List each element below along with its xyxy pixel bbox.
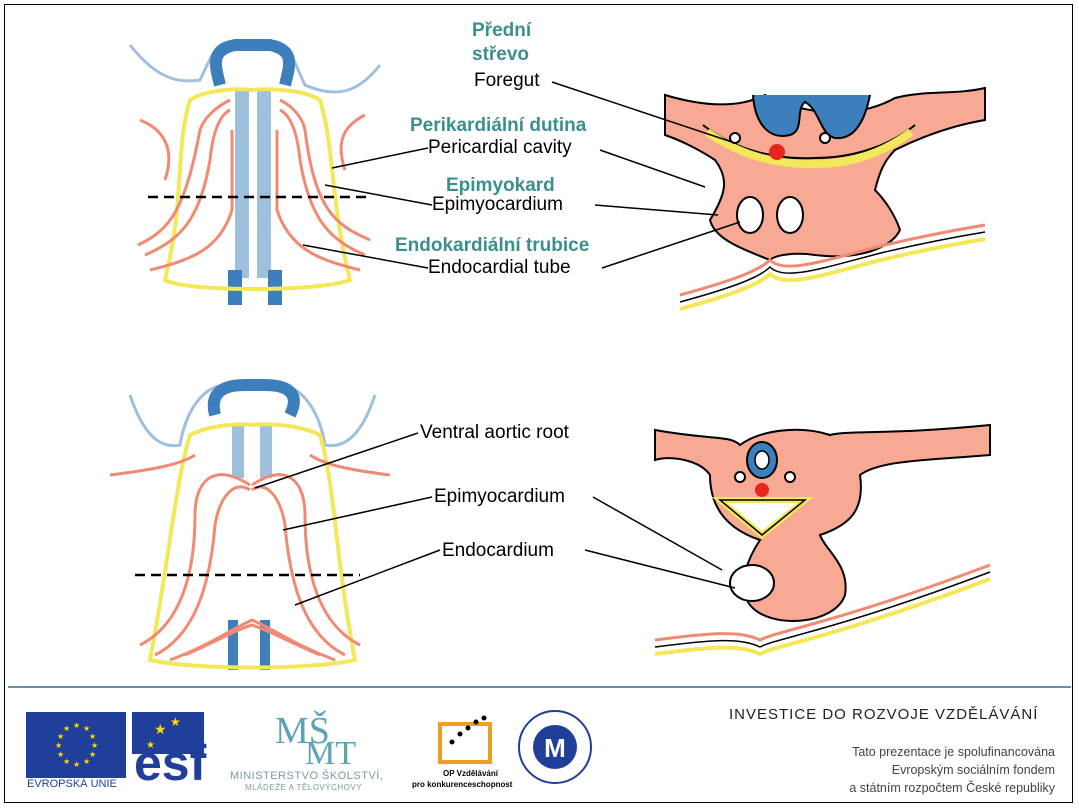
msmt-caption-line1: MINISTERSTVO ŠKOLSTVÍ, xyxy=(230,770,383,782)
footer-divider xyxy=(8,686,1071,688)
op-caption-line2: pro konkurenceschopnost xyxy=(412,780,512,789)
eu-caption: EVROPSKÁ UNIE xyxy=(27,778,117,790)
muni-seal-logo: M xyxy=(516,708,594,786)
svg-text:★: ★ xyxy=(55,741,62,750)
endocardial-cz-label: Endokardiální trubice xyxy=(395,235,589,257)
msmt-caption-line2: MLÁDEŽE A TĚLOVÝCHOVY xyxy=(245,783,362,792)
op-vzdelavani-logo xyxy=(432,712,502,767)
investice-heading: INVESTICE DO ROZVOJE VZDĚLÁVÁNÍ xyxy=(729,706,1038,723)
svg-text:★: ★ xyxy=(91,741,98,750)
pericardial-en-label: Pericardial cavity xyxy=(428,137,572,159)
foregut-cz-label-line2: střevo xyxy=(472,44,529,66)
svg-text:★: ★ xyxy=(73,721,80,730)
svg-text:★: ★ xyxy=(89,732,96,741)
eu-stars-icon: ★★★ ★★★ ★★★ ★★★ xyxy=(26,712,126,778)
svg-text:★: ★ xyxy=(73,760,80,769)
pericardial-cz-label: Perikardiální dutina xyxy=(410,115,586,137)
endocardium-label: Endocardium xyxy=(442,540,554,562)
foregut-cz-label-line1: Přední xyxy=(472,20,531,42)
epimyocardium-en-label: Epimyocardium xyxy=(432,194,563,216)
endocardial-en-label: Endocardial tube xyxy=(428,257,571,279)
msmt-logo: MŠ MT xyxy=(270,708,360,766)
eu-logo: ★★★ ★★★ ★★★ ★★★ xyxy=(26,712,126,778)
cofinancing-note-line2: Evropským sociálním fondem xyxy=(892,763,1055,777)
ventral-aortic-root-label: Ventral aortic root xyxy=(420,422,569,444)
svg-text:★: ★ xyxy=(83,757,90,766)
svg-text:★: ★ xyxy=(170,715,181,729)
svg-text:M: M xyxy=(544,733,566,763)
esf-logo: ★★★ esf xyxy=(132,712,227,788)
cofinancing-note-line1: Tato prezentace je spolufinancována xyxy=(852,745,1055,759)
cofinancing-note-line3: a státním rozpočtem České republiky xyxy=(849,781,1055,795)
epimyocardium-label: Epimyocardium xyxy=(434,486,565,508)
op-caption-line1: OP Vzdělávání xyxy=(443,769,498,778)
svg-text:MT: MT xyxy=(305,735,356,766)
esf-wordmark: esf xyxy=(134,738,206,788)
svg-text:★: ★ xyxy=(57,750,64,759)
leader-lines xyxy=(0,0,1079,690)
svg-text:★: ★ xyxy=(63,724,70,733)
foregut-en-label: Foregut xyxy=(474,70,539,92)
svg-text:★: ★ xyxy=(57,732,64,741)
